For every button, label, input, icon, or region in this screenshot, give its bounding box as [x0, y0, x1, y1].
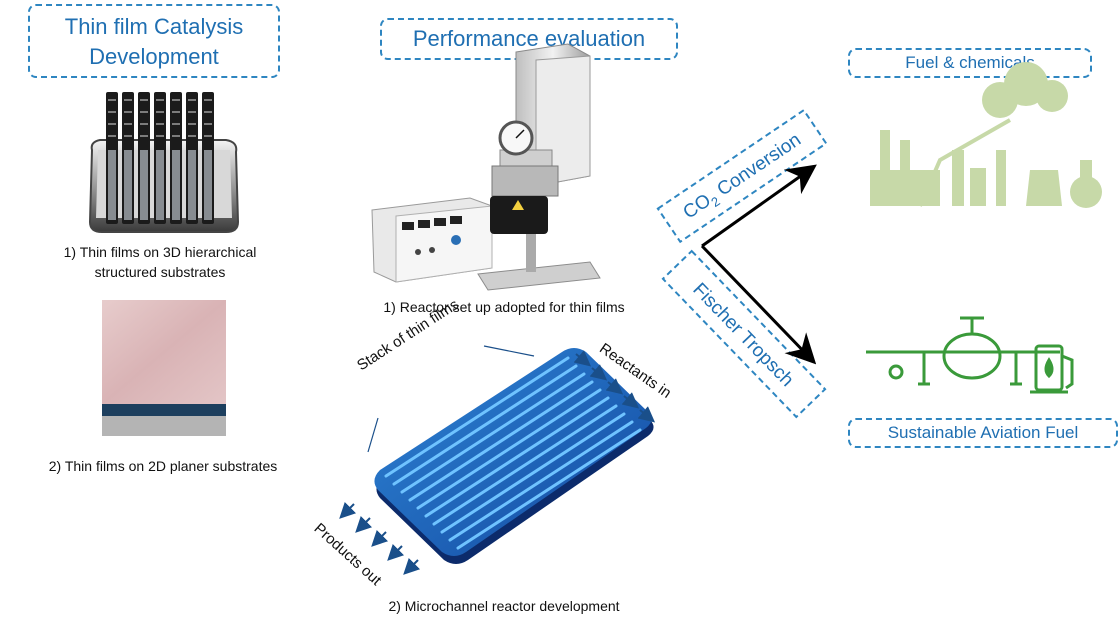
svg-text:CO2 Conversion: CO2 Conversion — [680, 129, 807, 226]
fuel-header-text: Fuel & chemicals — [905, 53, 1035, 72]
saf-header: Sustainable Aviation Fuel — [848, 418, 1118, 448]
caption-3d-substrate: 1) Thin films on 3D hierarchical structu… — [20, 242, 300, 282]
co2-route-rest: Conversion — [709, 129, 805, 203]
factory-icon — [870, 62, 1102, 208]
saf-header-text: Sustainable Aviation Fuel — [887, 423, 1079, 442]
caption-2d-substrate: 2) Thin films on 2D planer substrates — [48, 458, 278, 474]
development-header-line1: Thin film Catalysis — [64, 14, 244, 39]
caption-microchannel: 2) Microchannel reactor development — [388, 598, 620, 614]
ft-route-text: Fischer Tropsch — [688, 279, 797, 391]
caption-3d-line1: 1) Thin films on 3D hierarchical — [63, 244, 257, 260]
substrate-2d-icon — [102, 300, 226, 436]
fuel-header: Fuel & chemicals — [848, 48, 1092, 78]
performance-header-text: Performance evaluation — [412, 26, 646, 51]
performance-header: Performance evaluation — [380, 18, 678, 60]
ft-route: Fischer Tropsch — [661, 249, 827, 419]
microchannel-icon — [339, 345, 656, 575]
airplane-icon — [866, 316, 1060, 386]
caption-reactor-setup: 1) Reactor set up adopted for thin films — [383, 299, 625, 315]
caption-3d-line2: structured substrates — [94, 264, 226, 280]
fuel-pump-icon — [1030, 344, 1074, 394]
development-header: Thin film Catalysis Development — [28, 4, 280, 78]
co2-route-main: CO — [680, 190, 715, 223]
development-header-line2: Development — [89, 44, 219, 69]
branch-arrows — [700, 164, 817, 365]
substrate-3d-icon — [88, 92, 240, 233]
reactor-icon — [371, 43, 601, 291]
